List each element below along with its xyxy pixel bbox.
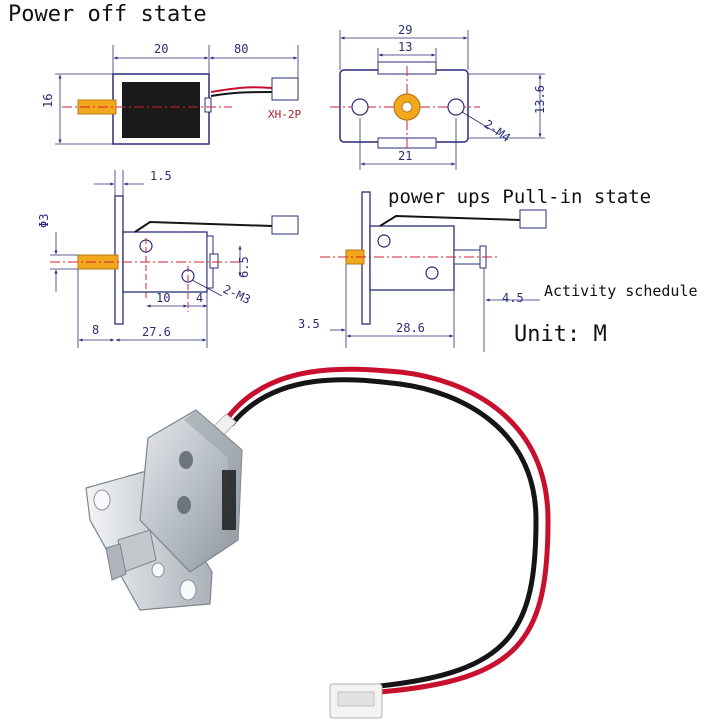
dim-4-5: 4.5 xyxy=(502,291,524,305)
coil-tab xyxy=(204,97,212,113)
mount-hole-right xyxy=(447,98,465,116)
dim-3-5: 3.5 xyxy=(298,317,320,331)
photo-wire-red xyxy=(223,366,551,695)
wire-black xyxy=(210,91,273,97)
title-power-off: Power off state xyxy=(8,2,207,27)
connector-b2 xyxy=(519,209,547,229)
label-activity-schedule: Activity schedule xyxy=(544,282,698,300)
dim-28-6: 28.6 xyxy=(396,321,425,335)
dim-13: 13 xyxy=(398,40,412,54)
dim-2-m4: 2-M4 xyxy=(481,117,513,145)
photo-wire-black xyxy=(229,377,539,689)
view-top-right: 2-M4 29 13 21 13.6 xyxy=(330,23,547,170)
label-connector: XH-2P xyxy=(268,108,301,121)
coil-block xyxy=(122,82,200,138)
connector xyxy=(271,77,299,101)
dim-10: 10 xyxy=(156,291,170,305)
title-pull-in: power ups Pull-in state xyxy=(388,186,652,208)
dim-8: 8 xyxy=(92,323,99,337)
dim-16: 16 xyxy=(41,94,55,108)
connector-b1 xyxy=(271,215,299,235)
dim-2-m3: 2-M3 xyxy=(221,282,253,307)
dim-29: 29 xyxy=(398,23,412,37)
dim-6-5: 6.5 xyxy=(237,256,251,278)
mount-hole-left xyxy=(351,98,369,116)
dim-20: 20 xyxy=(154,42,168,56)
dim-80: 80 xyxy=(234,42,248,56)
dim-21: 21 xyxy=(398,149,412,163)
dim-phi3: Φ3 xyxy=(37,214,51,228)
dim-13-6: 13.6 xyxy=(533,85,547,114)
wire-red xyxy=(210,86,273,93)
dim-1-5: 1.5 xyxy=(150,169,172,183)
view-bottom-left: 2-M3 1.5 Φ3 6.5 10 4 8 27.6 xyxy=(37,169,299,348)
view-top-left: XH-2P 20 80 16 xyxy=(41,42,301,145)
view-bottom-right: 4.5 3.5 28.6 xyxy=(298,191,547,352)
dim-4: 4 xyxy=(196,291,203,305)
label-unit: Unit: M xyxy=(514,322,607,347)
product-photo xyxy=(85,366,551,719)
dim-27-6: 27.6 xyxy=(142,325,171,339)
